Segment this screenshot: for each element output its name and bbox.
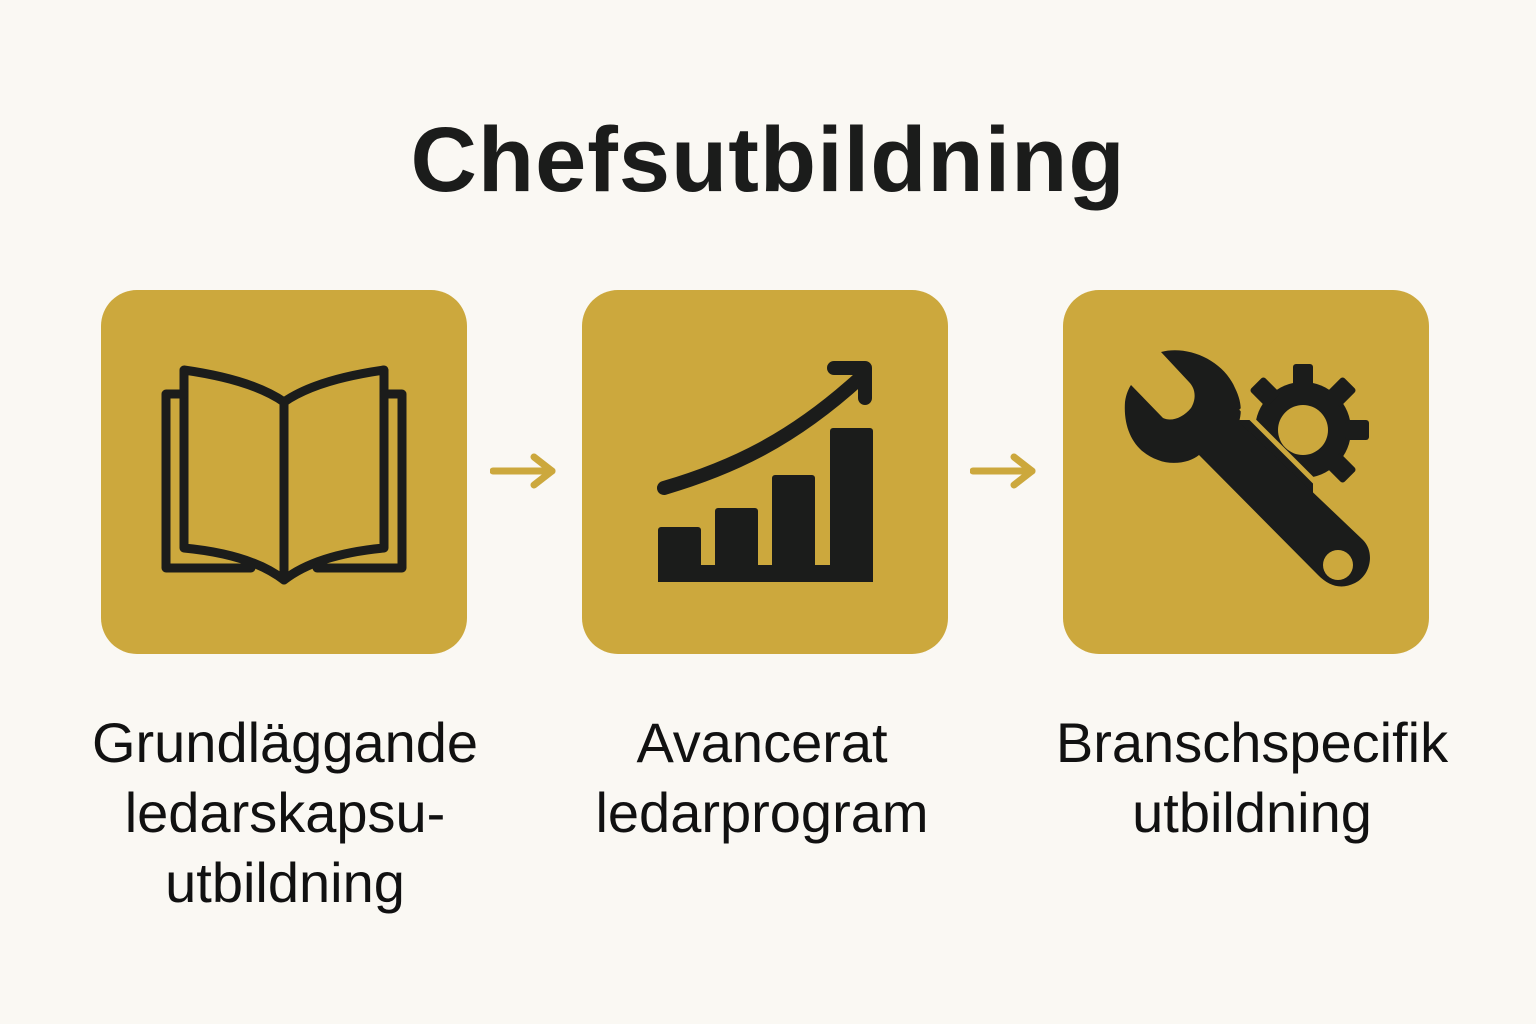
step-3-label-line-2: utbildning [1132, 781, 1372, 844]
step-2-label: Avancerat ledarprogram [512, 708, 1012, 848]
step-1-tile [101, 290, 467, 654]
step-3-tile [1063, 290, 1429, 654]
step-1-label-line-1: Grundläggande [91, 711, 479, 774]
growth-chart-icon [657, 361, 873, 582]
step-2-label-line-2: ledarprogram [595, 781, 929, 844]
step-3-label-line-1: Branschspecifik [1055, 711, 1449, 774]
step-1-label-line-3: utbildning [165, 851, 405, 914]
step-1-label: Grundläggande ledarskapsu- utbildning [35, 708, 535, 918]
diagram-title: Chefsutbildning [410, 109, 1126, 211]
open-book-icon [161, 365, 407, 585]
wrench-gear-icon [1124, 350, 1370, 587]
step-2-tile [582, 290, 948, 654]
step-3-label: Branschspecifik utbildning [1002, 708, 1502, 848]
arrow-right-icon [970, 453, 1036, 489]
step-2-label-line-1: Avancerat [636, 711, 888, 774]
arrow-right-icon [490, 453, 556, 489]
step-1-label-line-2: ledarskapsu- [124, 781, 446, 844]
